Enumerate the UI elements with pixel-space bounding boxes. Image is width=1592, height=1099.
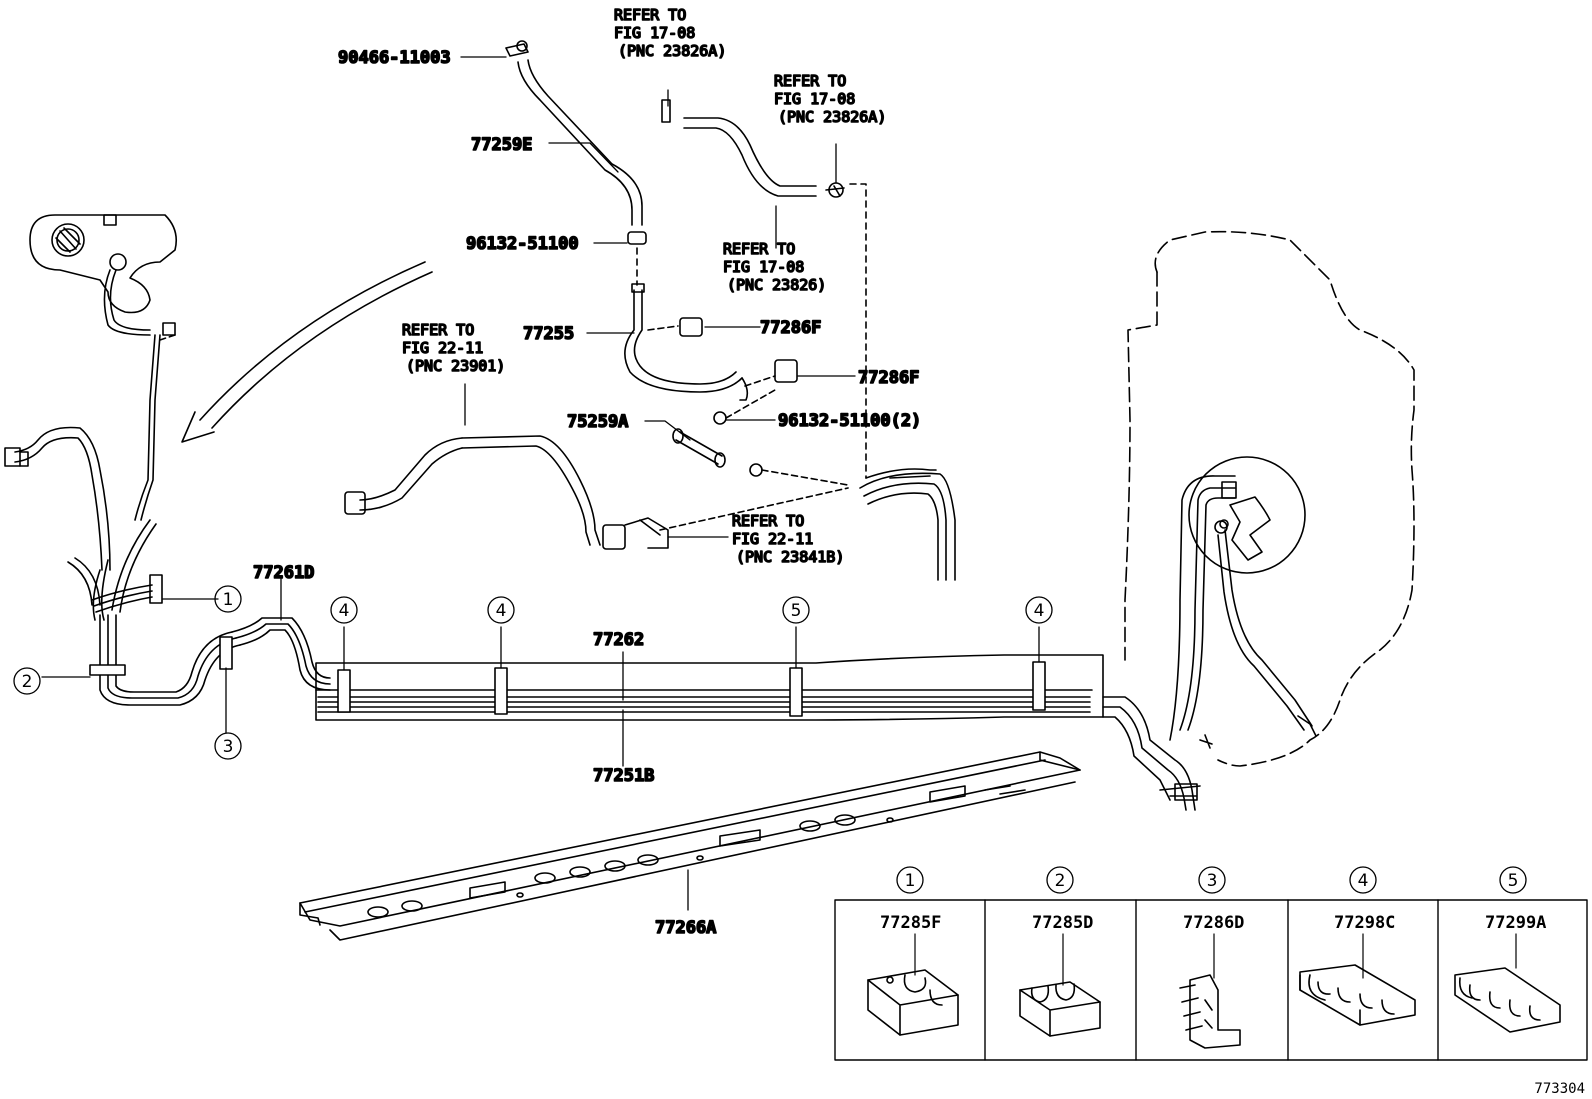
- clamp-legend-table: 1 2 3 4 5 77285F 77285D 77286D 77298C 77…: [834, 866, 1588, 1061]
- fuel-tank-drawing: [1102, 230, 1415, 811]
- part-labels: 90466-11003 77259E 96132-51100 77255 772…: [252, 47, 922, 939]
- main-rail-drawing: [315, 654, 1104, 721]
- legend-number-2: 2: [1055, 871, 1066, 891]
- clamp-77285D-drawing: [1019, 981, 1101, 1037]
- label-77286F-lower: 77286F: [858, 368, 919, 388]
- ref-note-4-line-1: REFER TO: [402, 321, 474, 339]
- clamp-77298C-drawing: [1299, 964, 1416, 1026]
- ref-note-5-line-3: (PNC 23841B): [736, 548, 844, 566]
- callout-circle-4c: [1025, 596, 1053, 624]
- diagram-callouts: 1 2 3 4 4 5 4: [13, 585, 1053, 760]
- legend-number-5: 5: [1508, 871, 1519, 891]
- legend-part-77299A: 77299A: [1485, 913, 1546, 933]
- callout-number-4a: 4: [339, 601, 350, 621]
- callout-number-3: 3: [223, 737, 234, 757]
- legend-part-77298C: 77298C: [1334, 913, 1395, 933]
- ref-note-3-line-3: (PNC 23826): [727, 276, 826, 294]
- ref-note-5-line-2: FIG 22-11: [732, 530, 813, 548]
- label-77262: 77262: [593, 630, 644, 650]
- label-77266A: 77266A: [655, 918, 716, 938]
- ref-note-5-line-1: REFER TO: [732, 512, 804, 530]
- callout-circle-1: [214, 585, 242, 613]
- label-77251B: 77251B: [593, 766, 654, 786]
- legend-part-77285D: 77285D: [1032, 913, 1093, 933]
- callout-number-4c: 4: [1034, 601, 1045, 621]
- leader-lines: [41, 56, 1040, 911]
- label-96132-51100-2: 96132-51100(2): [778, 411, 921, 431]
- label-77259E: 77259E: [471, 135, 532, 155]
- ref-note-1-line-3: (PNC 23826A): [618, 42, 726, 60]
- callout-circle-4b: [487, 596, 515, 624]
- ref-note-4-line-2: FIG 22-11: [402, 339, 483, 357]
- legend-part-77286D: 77286D: [1183, 913, 1244, 933]
- legend-number-3: 3: [1207, 871, 1218, 891]
- ref-note-4-line-3: (PNC 23901): [406, 357, 505, 375]
- callout-number-1: 1: [223, 590, 234, 610]
- callout-circle-3: [214, 732, 242, 760]
- legend-part-77285F: 77285F: [880, 913, 941, 933]
- label-77261D: 77261D: [253, 563, 314, 583]
- callout-circle-4a: [330, 596, 358, 624]
- ref-note-1-line-1: REFER TO: [614, 6, 686, 24]
- clamp-77285F-drawing: [867, 969, 959, 1036]
- filler-assembly-drawing: [4, 214, 331, 706]
- label-90466-11003: 90466-11003: [338, 48, 451, 68]
- clamp-77286D-drawing: [1179, 974, 1241, 1049]
- reference-notes: REFER TO FIG 17-08 (PNC 23826A) REFER TO…: [401, 5, 887, 567]
- label-77286F-upper: 77286F: [760, 318, 821, 338]
- ref-note-1-line-2: FIG 17-08: [614, 24, 695, 42]
- legend-number-1: 1: [905, 871, 916, 891]
- callout-number-4b: 4: [496, 601, 507, 621]
- ref-note-2-line-3: (PNC 23826A): [778, 108, 886, 126]
- label-75259A: 75259A: [567, 412, 628, 432]
- clamp-77299A-drawing: [1454, 967, 1561, 1033]
- label-96132-51100: 96132-51100: [466, 234, 579, 254]
- direction-arrow: [181, 261, 433, 443]
- ref-note-2-line-2: FIG 17-08: [774, 90, 855, 108]
- ref-note-3-line-2: FIG 17-08: [723, 258, 804, 276]
- label-77255: 77255: [523, 324, 574, 344]
- callout-circle-2: [13, 667, 41, 695]
- callout-circle-5: [782, 596, 810, 624]
- ref-note-2-line-1: REFER TO: [774, 72, 846, 90]
- figure-id: 773304: [1534, 1081, 1585, 1097]
- legend-number-4: 4: [1358, 871, 1369, 891]
- upper-hoses-drawing: [344, 40, 956, 581]
- callout-number-5: 5: [791, 601, 802, 621]
- callout-number-2: 2: [22, 672, 33, 692]
- ref-note-3-line-1: REFER TO: [723, 240, 795, 258]
- floor-rail-drawing: [299, 751, 1081, 941]
